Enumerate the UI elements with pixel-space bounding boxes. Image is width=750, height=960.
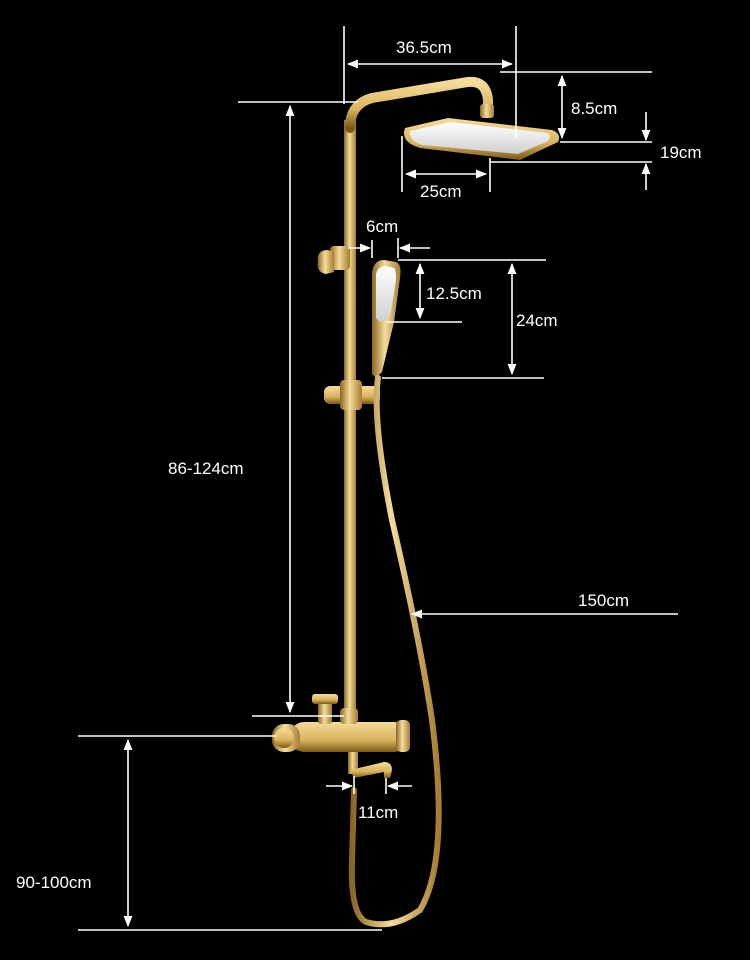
label-hand-shower-length: 24cm — [516, 311, 558, 330]
dimension-labels: 36.5cm 8.5cm 19cm 25cm 6cm 12.5cm 24cm 8… — [16, 38, 702, 892]
label-hose-length: 150cm — [578, 591, 629, 610]
dimension-lines — [78, 26, 678, 931]
shower-arm — [345, 76, 493, 133]
slide-holder — [324, 380, 380, 410]
label-spout-length: 11cm — [358, 803, 398, 822]
label-head-arm-width: 36.5cm — [396, 38, 452, 57]
label-hand-head-face: 12.5cm — [426, 284, 482, 303]
label-hand-head-width: 6cm — [366, 217, 398, 236]
rain-shower-head — [404, 118, 560, 160]
label-head-length: 19cm — [660, 143, 702, 162]
label-head-width: 25cm — [420, 182, 462, 201]
shower-hose — [348, 375, 442, 928]
thermostatic-mixer — [272, 694, 410, 752]
riser-pipe — [344, 120, 356, 720]
label-mount-height: 90-100cm — [16, 873, 92, 892]
shower-system — [272, 76, 560, 928]
label-head-height: 8.5cm — [571, 99, 617, 118]
label-column-height: 86-124cm — [168, 459, 244, 478]
arm-connector — [480, 104, 494, 118]
bath-spout — [348, 752, 392, 778]
upper-wall-bracket — [317, 246, 350, 274]
hand-shower — [372, 260, 401, 378]
